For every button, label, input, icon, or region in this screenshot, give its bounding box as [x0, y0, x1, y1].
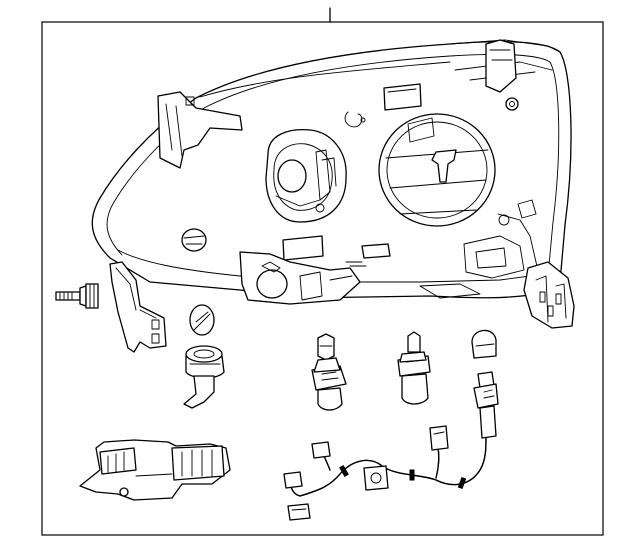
bulb-socket-large [183, 345, 225, 409]
mounting-bolt [55, 283, 99, 309]
diagram-frame [41, 21, 604, 536]
bulb-socket-small [397, 331, 431, 405]
lower-bracket [79, 439, 231, 501]
side-bracket [109, 261, 167, 353]
wedge-bulb [471, 329, 497, 359]
wiring-harness [283, 425, 487, 521]
headlamp-housing [91, 39, 575, 329]
bulb-capsule [189, 304, 215, 336]
wedge-bulb-socket [473, 371, 499, 439]
bulb-socket-medium [311, 333, 347, 411]
